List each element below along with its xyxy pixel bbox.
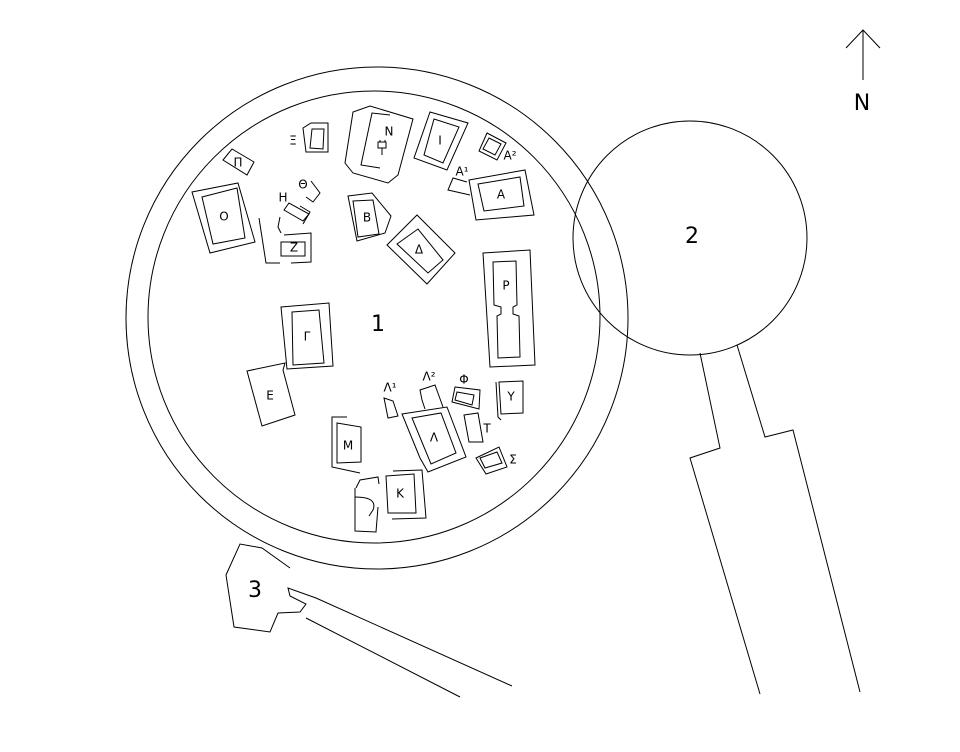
label-omicron: Ο [219,210,228,224]
building-gamma [280,302,334,370]
label-mu: Μ [343,439,353,453]
building-omicron [191,182,256,254]
label-iota: Ι [438,134,442,148]
label-lambda: Λ [430,431,439,445]
outer-ring [125,66,629,570]
building-tau [463,412,484,443]
inner-ring [147,90,601,544]
label-rho: Ρ [502,279,509,293]
label-xi: Ξ [289,134,297,148]
label-alpha: Α [497,188,506,202]
label-lambda2: Λ² [422,370,435,384]
building-beta [347,192,392,242]
building-upsilon [495,380,524,421]
label-delta: Δ [415,243,424,257]
label-pi: Π [233,156,242,170]
label-lambda1: Λ¹ [383,381,396,395]
label-theta: Θ [298,178,307,192]
north-arrow-icon [845,29,881,80]
building-epsilon [246,362,296,427]
label-nu: Ν [385,125,394,139]
building-theta [305,180,321,203]
label-tau: Τ [482,422,491,436]
area-2-label: 2 [685,224,699,249]
label-gamma: Γ [304,330,311,344]
building-pi [222,148,255,176]
building-eta [283,202,311,225]
label-kappa: Κ [396,487,405,501]
building-rho [482,249,536,368]
label-zeta: Ζ [290,241,298,255]
building-lambda1 [383,397,399,419]
area-1-label: 1 [371,312,385,337]
building-xi [302,122,329,153]
label-alpha2: Α² [503,149,516,163]
corridor-2 [689,344,861,695]
label-alpha1: Α¹ [455,165,468,179]
building-nu [344,105,414,184]
building-delta [386,214,456,285]
building-phi [451,386,481,410]
label-epsilon: Ε [266,389,274,403]
building-lambda [401,406,467,473]
building-kappa [354,469,427,533]
enclosure-3 [225,543,513,698]
building-alpha1 [447,177,471,196]
building-alpha [468,169,535,221]
building-alpha2 [478,132,507,161]
building-mu [331,416,362,474]
area-3-label: 3 [248,578,262,603]
label-sigma: Σ [509,453,517,467]
label-upsilon: Υ [506,390,515,404]
north-label: N [854,91,870,116]
label-eta: Η [278,191,287,205]
building-zeta [258,216,312,264]
enclosure-2 [572,120,808,356]
building-iota [413,111,469,171]
label-beta: Β [363,211,371,225]
building-sigma [475,446,508,475]
label-phi: Φ [459,373,468,387]
building-lambda2 [419,384,444,410]
